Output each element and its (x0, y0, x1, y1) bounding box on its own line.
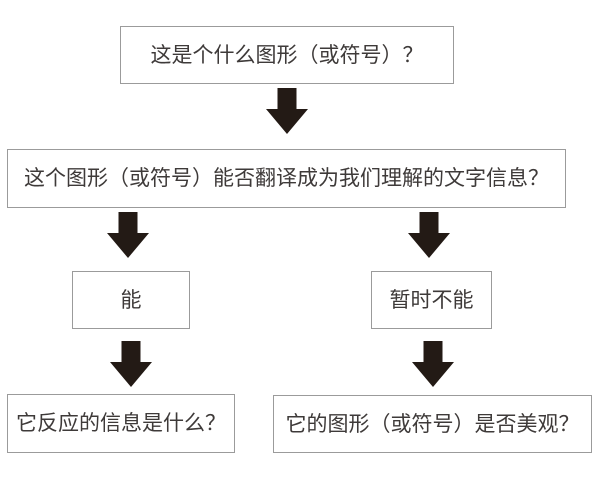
flow-node-question-translatable: 这个图形（或符号）能否翻译成为我们理解的文字信息？ (7, 149, 566, 208)
flow-node-label: 它的图形（或符号）是否美观？ (285, 412, 580, 436)
flow-node-question-what-symbol: 这是个什么图形（或符号）？ (120, 26, 454, 84)
down-arrow-icon (107, 212, 149, 258)
flow-node-label: 这是个什么图形（或符号）？ (150, 43, 424, 67)
flow-node-label: 这个图形（或符号）能否翻译成为我们理解的文字信息？ (24, 167, 549, 190)
down-arrow-icon (412, 341, 454, 387)
down-arrow-icon (408, 212, 450, 258)
down-arrow-icon (110, 341, 152, 387)
down-arrow-icon (266, 88, 308, 134)
flow-node-label: 暂时不能 (389, 288, 474, 312)
flow-node-question-what-info: 它反应的信息是什么？ (7, 394, 235, 453)
flow-node-label: 它反应的信息是什么？ (16, 412, 226, 435)
flow-node-answer-can: 能 (72, 271, 190, 329)
flow-node-answer-cannot-yet: 暂时不能 (371, 271, 492, 329)
flow-node-question-aesthetic: 它的图形（或符号）是否美观？ (273, 395, 592, 453)
flow-node-label: 能 (120, 288, 142, 312)
